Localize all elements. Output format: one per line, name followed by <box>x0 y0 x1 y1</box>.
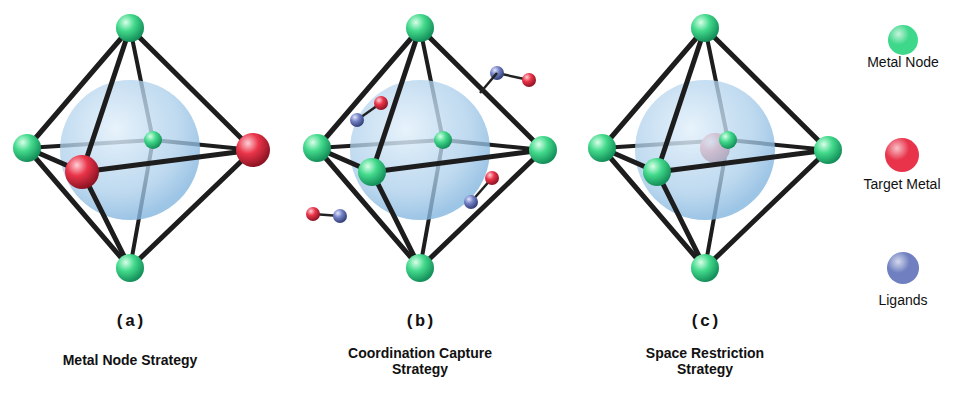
ligand-atom <box>522 73 536 87</box>
ligand-atom <box>464 195 478 209</box>
metal-node <box>406 254 434 282</box>
frame-edge <box>705 150 828 268</box>
legend-text: Target Metal <box>863 176 940 192</box>
sphere-highlight <box>887 252 919 284</box>
panel-letter: (b) <box>390 312 450 331</box>
sphere-highlight <box>888 25 918 55</box>
pore-sphere <box>635 80 775 220</box>
frame-edge <box>372 172 420 268</box>
metal-node <box>406 14 434 42</box>
panel-caption: Metal Node Strategy <box>30 352 230 368</box>
legend-text: Ligands <box>878 292 927 308</box>
ligand-atom <box>306 207 320 221</box>
legend-swatch <box>882 135 922 175</box>
frame-edge <box>420 28 543 150</box>
legend-sphere <box>885 138 919 172</box>
pore-sphere <box>60 80 200 220</box>
frame-edge <box>602 28 705 148</box>
frame-edge <box>82 150 253 172</box>
legend-sphere <box>888 25 918 55</box>
metal-node <box>13 134 41 162</box>
ligand-atom <box>374 96 388 110</box>
frame-edge <box>372 28 420 172</box>
metal-node <box>643 158 671 186</box>
metal-node <box>358 158 386 186</box>
frame-edge <box>657 172 705 268</box>
metal-node <box>814 136 842 164</box>
frame-edge <box>372 150 543 172</box>
legend-text: Metal Node <box>867 54 939 70</box>
ligand-atom <box>485 171 499 185</box>
frame-edge <box>27 28 130 148</box>
legend-swatch <box>883 248 923 288</box>
frame-edge <box>82 28 130 172</box>
metal-node <box>691 14 719 42</box>
frame-edge <box>130 28 253 150</box>
frame-edge <box>317 28 420 148</box>
panel-letter: (a) <box>100 312 160 331</box>
legend-sphere <box>887 252 919 284</box>
pore-sphere <box>350 80 490 220</box>
ligand-atom <box>350 113 364 127</box>
frame-edge <box>657 150 828 172</box>
metal-node <box>144 131 162 149</box>
octahedron <box>13 14 270 282</box>
ligand <box>306 207 347 223</box>
metal-node <box>588 134 616 162</box>
frame-edge <box>130 150 253 268</box>
metal-node <box>116 14 144 42</box>
ligand-bond <box>480 73 497 93</box>
octahedron <box>588 14 842 282</box>
metal-node <box>303 134 331 162</box>
metal-node <box>434 131 452 149</box>
ligand <box>350 96 388 127</box>
panel-caption: Coordination Capture Strategy <box>340 345 500 377</box>
ligand <box>490 66 536 87</box>
frame-edge <box>657 28 705 172</box>
target-metal <box>236 133 270 167</box>
sphere-highlight <box>885 138 919 172</box>
ligand-atom <box>333 209 347 223</box>
octahedron <box>303 14 557 282</box>
metal-node <box>691 254 719 282</box>
frame-edge <box>420 150 543 268</box>
ligand <box>464 171 499 209</box>
panel-letter: (c) <box>675 312 735 331</box>
target-metal <box>65 155 99 189</box>
panel-caption: Space Restriction Strategy <box>630 345 780 377</box>
metal-node <box>529 136 557 164</box>
metal-node <box>719 131 737 149</box>
metal-node <box>116 254 144 282</box>
frame-edge <box>705 28 828 150</box>
